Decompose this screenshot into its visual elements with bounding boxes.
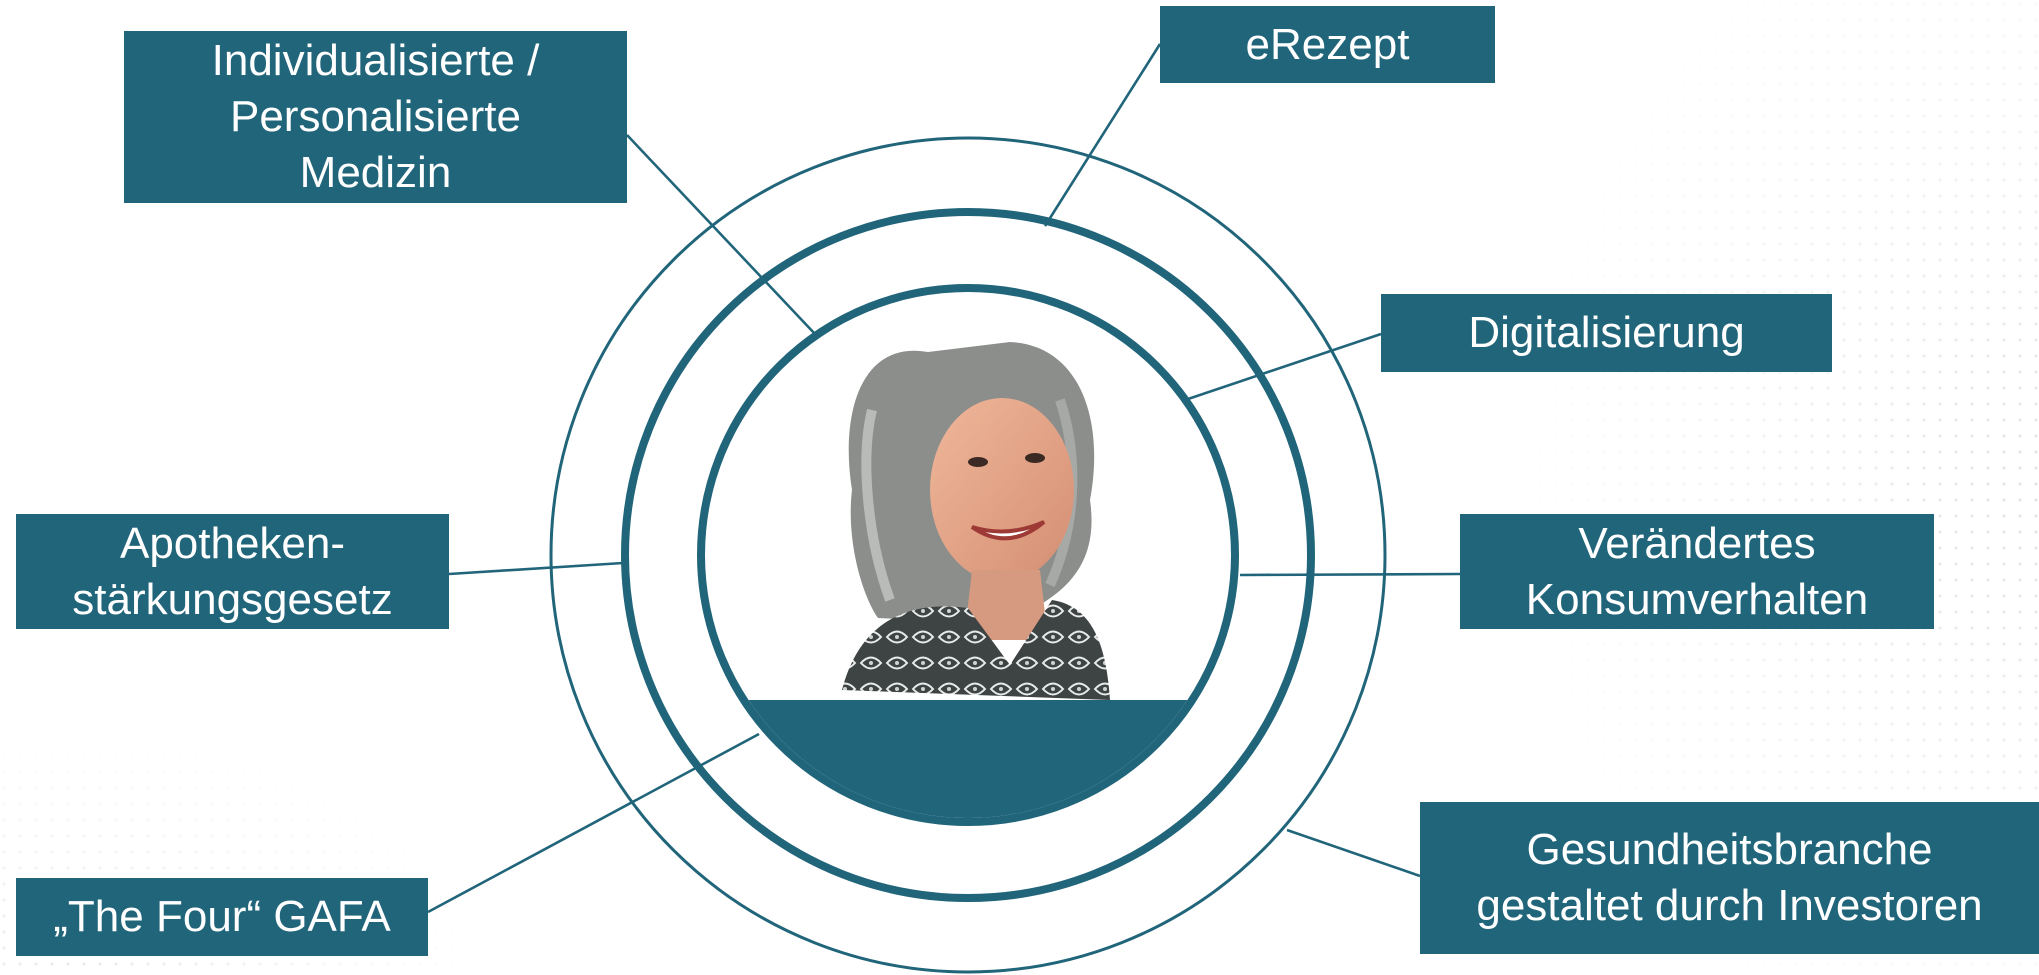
- connector-apotheken: [448, 561, 624, 576]
- blouse-shape: [842, 600, 1110, 700]
- label-konsum: Verändertes Konsumverhalten: [1460, 514, 1934, 629]
- connector-konsum: [1239, 572, 1461, 577]
- label-gafa: „The Four“ GAFA: [16, 878, 428, 956]
- label-personalized-medicine: Individualisierte / Personalisierte Medi…: [124, 31, 627, 203]
- portrait-photo: [705, 292, 1231, 818]
- face-shape: [930, 398, 1074, 582]
- neck-shape: [964, 570, 1048, 640]
- connector-gafa: [427, 732, 760, 914]
- connector-digitalisierung: [1187, 332, 1382, 401]
- label-erezept: eRezept: [1160, 6, 1495, 83]
- connector-erezept: [1043, 43, 1162, 227]
- connector-investoren: [1286, 828, 1421, 878]
- middle-ring: [621, 208, 1315, 902]
- label-apotheken: Apotheken- stärkungsgesetz: [16, 514, 449, 629]
- label-digitalisierung: Digitalisierung: [1381, 294, 1832, 372]
- label-investoren: Gesundheitsbranche gestaltet durch Inves…: [1420, 802, 2039, 954]
- outer-ring: [549, 136, 1387, 974]
- connector-personalized-medicine: [626, 134, 816, 335]
